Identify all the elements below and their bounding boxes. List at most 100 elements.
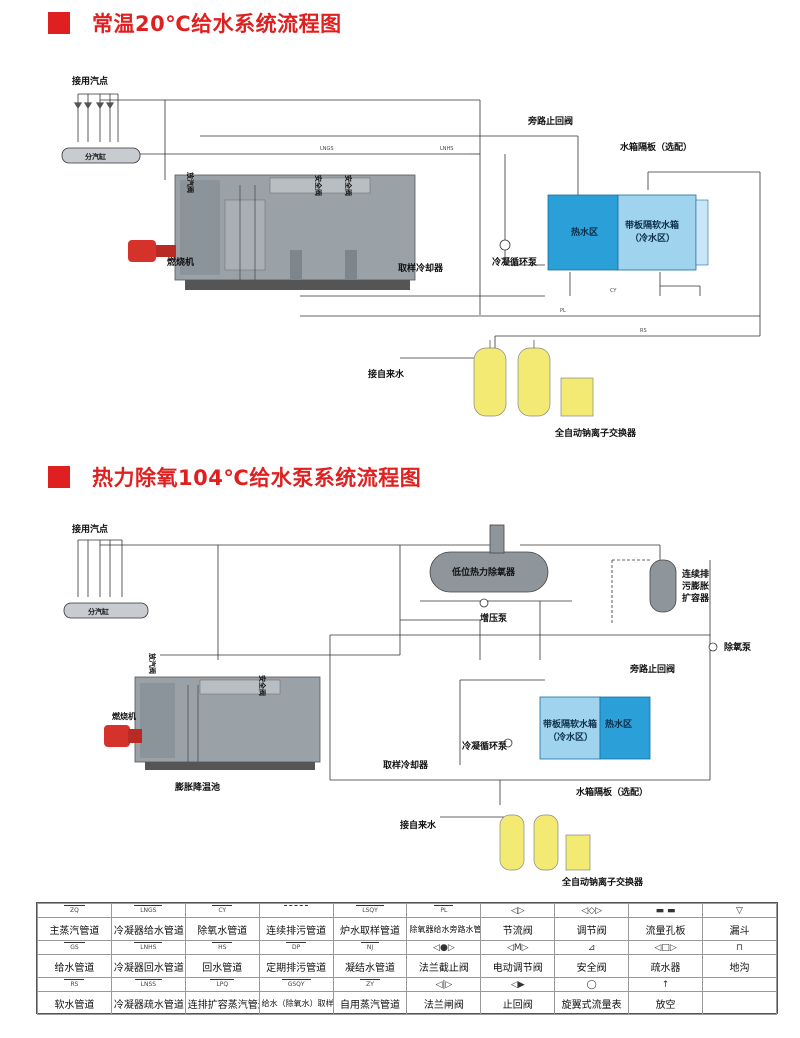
bypass-check-label: 旁路止回阀 — [629, 663, 675, 675]
steam-header-label: 分汽缸 — [88, 607, 109, 616]
safety-valve-label: 安全阀 — [258, 675, 267, 696]
vent-valve-label: 放汽阀 — [148, 652, 157, 674]
pipe-code: LNGS — [134, 904, 163, 915]
flash-tank-label-3: 扩容器 — [682, 592, 710, 604]
legend-symbol-cell: DP — [258, 940, 334, 955]
legend-symbol-cell — [702, 977, 777, 992]
city-water-label: 接自来水 — [368, 368, 405, 380]
pipe-line-sample — [284, 904, 308, 915]
legend-label: 旋翼式流量表 — [554, 991, 630, 1015]
soft-tank-label-1: 带板隔软水箱 — [543, 718, 597, 730]
steam-outlet-arrows — [73, 102, 115, 110]
legend-label-row: 给水管道冷凝器回水管道回水管道定期排污管道凝结水管道法兰截止阀电动调节阀安全阀疏… — [37, 954, 777, 978]
section1-pipe-codes: LNGS LNHS PL RS CY — [320, 146, 647, 334]
soft-tank-label-1: 带板隔软水箱 — [625, 219, 679, 231]
burner-unit — [128, 240, 176, 262]
pipe-code: GS — [64, 941, 85, 952]
pipe-code: LPQ — [210, 978, 235, 989]
cooling-pit-label: 膨胀降温池 — [174, 781, 220, 793]
legend-symbol-cell: ▽ — [702, 903, 777, 918]
condensate-pump-icon — [499, 239, 511, 251]
legend-label: 冷凝器疏水管道 — [110, 991, 186, 1015]
legend-label: 主蒸汽管道 — [37, 917, 112, 941]
legend-label: 电动调节阀 — [480, 954, 556, 978]
pipe-code-lnhs: LNHS — [440, 146, 453, 152]
burner-unit — [104, 725, 142, 747]
legend-symbol-cell: ◁▷ — [480, 903, 556, 918]
legend-symbol-cell: ◁□▷ — [628, 940, 704, 955]
legend-label: 定期排污管道 — [258, 954, 334, 978]
pipe-code: GSQY — [281, 978, 311, 989]
legend-label-row: 主蒸汽管道冷凝器给水管道除氧水管道连续排污管道炉水取样管道除氧器给水旁路水管节流… — [37, 917, 777, 941]
steam-trap-icon: ◁□▷ — [654, 942, 677, 953]
hot-zone-label: 热水区 — [571, 226, 598, 238]
partition-label: 水箱隔板（选配） — [576, 786, 648, 798]
flash-tank — [649, 559, 677, 613]
pipe-code: LNSS — [134, 978, 163, 989]
legend-label: 流量孔板 — [628, 917, 704, 941]
steam-header-tank — [61, 147, 141, 164]
legend-symbol-cell: ◁●▷ — [406, 940, 482, 955]
flash-tank-label-1: 连续排 — [682, 568, 709, 580]
legend-label: 法兰截止阀 — [406, 954, 482, 978]
pipe-code: PL — [434, 904, 454, 915]
legend-label: 漏斗 — [702, 917, 777, 941]
soft-tank-label-2: （冷水区） — [630, 232, 675, 244]
legend-symbol-cell: LNGS — [110, 903, 186, 918]
legend-symbol-cell: LNSS — [110, 977, 186, 992]
safety-valve-label-2: 安全阀 — [344, 175, 353, 196]
motor-valve-icon: ◁M▷ — [506, 942, 529, 953]
ion-exchanger-unit — [499, 814, 591, 871]
orifice-plate-icon: ▬ ▬ — [655, 905, 676, 916]
safety-valve-icon: ⊿ — [587, 942, 596, 953]
legend-label: 调节阀 — [554, 917, 630, 941]
booster-pump-label: 增压泵 — [480, 612, 508, 624]
booster-pump-icon — [479, 598, 489, 608]
deaerator-pump-icon — [708, 642, 718, 652]
legend-label: 除氧水管道 — [184, 917, 260, 941]
legend-symbol-cell: RS — [37, 977, 112, 992]
condensate-pump-icon — [503, 738, 513, 748]
legend-symbol-cell: ◯ — [554, 977, 630, 992]
legend-symbol-cell: ↑ — [628, 977, 704, 992]
legend-label: 软水管道 — [37, 991, 112, 1015]
partition-label: 水箱隔板（选配） — [620, 141, 692, 153]
legend-label: 节流阀 — [480, 917, 556, 941]
legend-label — [702, 991, 777, 1015]
legend-label: 止回阀 — [480, 991, 556, 1015]
legend-label: 安全阀 — [554, 954, 630, 978]
funnel-icon: ▽ — [736, 905, 743, 916]
legend-symbol-cell: ZY — [332, 977, 408, 992]
regulating-valve-icon: ◁◇▷ — [581, 905, 603, 916]
legend-label: 放空 — [628, 991, 704, 1015]
legend-label: 法兰闸阀 — [406, 991, 482, 1015]
boiler-unit — [134, 676, 321, 770]
hot-zone-label: 热水区 — [605, 718, 632, 730]
bypass-check-label: 旁路止回阀 — [527, 115, 573, 127]
pipe-code: DP — [285, 941, 307, 952]
pipe-code-cy: CY — [610, 288, 617, 294]
legend-symbol-cell: ZQ — [37, 903, 112, 918]
boiler-unit — [174, 174, 416, 290]
flash-tank-label-2: 污膨胀 — [682, 580, 709, 592]
legend-label: 连排扩容蒸汽管道 — [184, 991, 260, 1015]
cold-water-zone — [617, 194, 697, 271]
steam-outlet-label: 接用汽点 — [72, 75, 108, 87]
condensate-pump-label: 冷凝循环泵 — [492, 256, 538, 268]
pipe-code: CY — [212, 904, 233, 915]
legend-symbol-cell: NJ — [332, 940, 408, 955]
deaerator-label: 低位热力除氧器 — [451, 566, 516, 578]
section-marker-icon — [48, 466, 70, 488]
legend-label: 冷凝器回水管道 — [110, 954, 186, 978]
deaerator-tank — [429, 551, 549, 593]
legend-symbol-cell: ▬ ▬ — [628, 903, 704, 918]
flowmeter-icon: ◯ — [586, 979, 597, 990]
condensate-pump-label: 冷凝循环泵 — [462, 740, 508, 752]
legend-symbol-cell: ◁◇▷ — [554, 903, 630, 918]
section1-diagram: LNGS LNHS PL RS CY — [61, 75, 761, 439]
check-valve-icon: ◁▶ — [510, 979, 525, 990]
steam-header-tank — [63, 602, 149, 619]
